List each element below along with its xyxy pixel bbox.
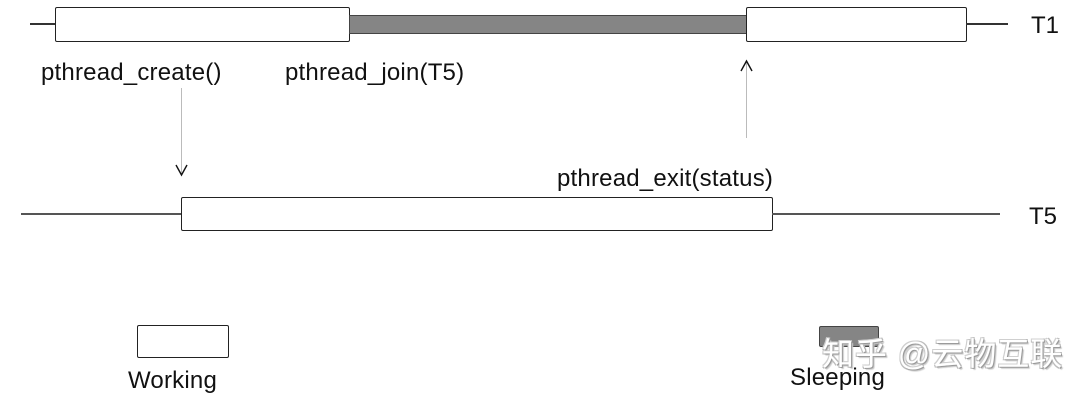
- legend-working-swatch: [137, 325, 229, 358]
- t1-lead-line: [30, 23, 56, 25]
- pthread-join-label: pthread_join(T5): [285, 59, 465, 86]
- arrow-up-icon: [740, 59, 753, 72]
- t1-label: T1: [1031, 12, 1060, 39]
- legend-sleeping-label: Sleeping: [790, 364, 886, 391]
- exit-arrow-line: [746, 62, 747, 138]
- pthread-exit-label: pthread_exit(status): [557, 165, 774, 192]
- t1-working-segment-2: [746, 7, 967, 42]
- legend-working-label: Working: [128, 367, 217, 394]
- create-arrow-line: [181, 88, 182, 174]
- t5-label: T5: [1029, 203, 1058, 230]
- legend-sleeping-swatch: [819, 326, 879, 347]
- t5-tail-line: [772, 213, 1000, 215]
- t5-working-segment: [181, 197, 773, 231]
- pthread-create-label: pthread_create(): [41, 59, 222, 86]
- t1-sleeping-segment: [349, 15, 747, 34]
- t1-tail-line: [966, 23, 1008, 25]
- arrow-down-icon: [175, 164, 188, 177]
- watermark: 知乎 @云物互联: [822, 336, 1064, 372]
- t1-working-segment-1: [55, 7, 350, 42]
- t5-lead-line: [21, 213, 183, 215]
